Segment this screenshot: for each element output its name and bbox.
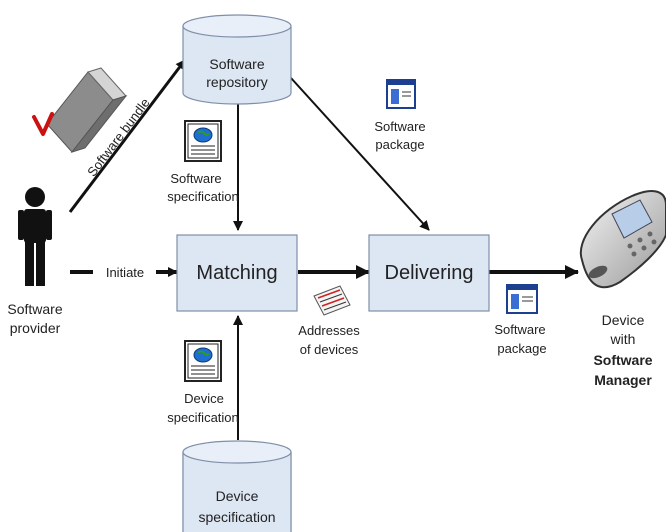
software-package-window-icon-top [386, 79, 416, 109]
software-package-right-label-1: Software [494, 322, 545, 337]
software-repository-label-2: repository [206, 74, 267, 90]
delivering-node: Delivering [368, 234, 490, 312]
device-specification-db-node: Device specification [182, 440, 292, 532]
software-package-right-label-2: package [497, 341, 546, 356]
mobile-phone-icon [579, 190, 666, 289]
initiate-label: Initiate [106, 265, 144, 280]
device-label-2: with [610, 331, 636, 347]
software-repository-node: Software repository [182, 14, 292, 105]
software-package-top-label-2: package [375, 137, 424, 152]
software-provider-label-2: provider [10, 320, 61, 336]
software-package-window-icon-right [506, 284, 538, 314]
address-list-icon [313, 285, 351, 316]
device-specification-db-label-2: specification [198, 509, 275, 525]
software-provider-label-1: Software [7, 301, 62, 317]
software-spec-document-globe-icon [184, 120, 222, 162]
person-icon [18, 187, 52, 286]
software-repository-label-1: Software [209, 56, 264, 72]
device-spec-document-globe-icon [184, 340, 222, 382]
matching-label: Matching [196, 262, 277, 284]
device-label-4: Manager [594, 372, 652, 388]
device-specification-doc-label-2: specification [167, 410, 239, 425]
arrow-provider-to-repository [68, 59, 187, 213]
software-specification-label-1: Software [170, 171, 221, 186]
addresses-label-1: Addresses [298, 323, 360, 338]
addresses-label-2: of devices [300, 342, 359, 357]
matching-node: Matching [176, 234, 298, 312]
device-label-3: Software [593, 352, 652, 368]
arrow-repository-to-delivering [290, 77, 430, 231]
software-specification-label-2: specification [167, 189, 239, 204]
software-bundle-box-icon [32, 67, 128, 153]
device-label-1: Device [602, 312, 645, 328]
software-package-top-label-1: Software [374, 119, 425, 134]
device-specification-doc-label-1: Device [184, 391, 224, 406]
device-specification-db-label-1: Device [216, 488, 259, 504]
delivering-label: Delivering [385, 262, 474, 284]
